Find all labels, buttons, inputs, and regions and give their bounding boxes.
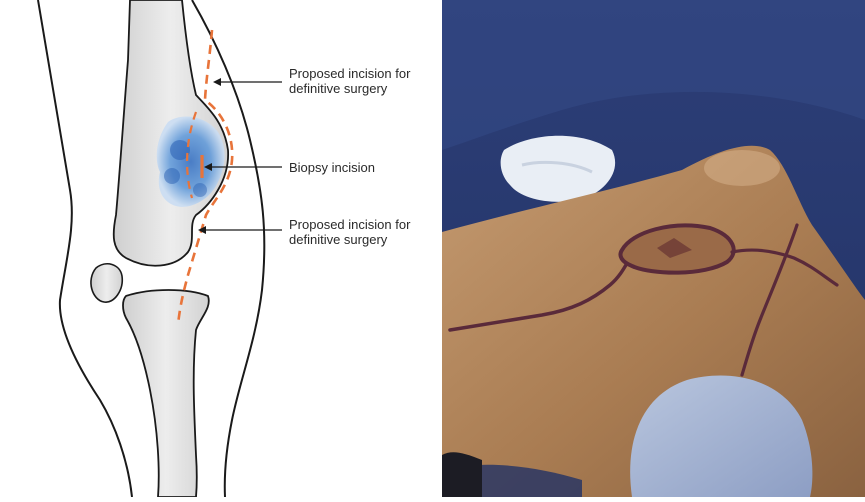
label-proposed-incision-bottom-line2: definitive surgery (289, 232, 410, 247)
tibia-bone (123, 290, 209, 497)
knee-diagram-panel: Proposed incision for definitive surgery… (0, 0, 440, 497)
label-proposed-incision-bottom-line1: Proposed incision for (289, 217, 410, 232)
label-proposed-incision-top-line2: definitive surgery (289, 81, 410, 96)
patella-bone (91, 264, 122, 302)
label-proposed-incision-top-line1: Proposed incision for (289, 66, 410, 81)
surgical-photo-image (442, 0, 865, 497)
label-proposed-incision-bottom: Proposed incision for definitive surgery (289, 217, 410, 247)
leg-outline-right (192, 0, 264, 497)
label-proposed-incision-top: Proposed incision for definitive surgery (289, 66, 410, 96)
label-biopsy-incision: Biopsy incision (289, 160, 375, 175)
label-biopsy-incision-text: Biopsy incision (289, 160, 375, 175)
surgical-photo (442, 0, 865, 497)
